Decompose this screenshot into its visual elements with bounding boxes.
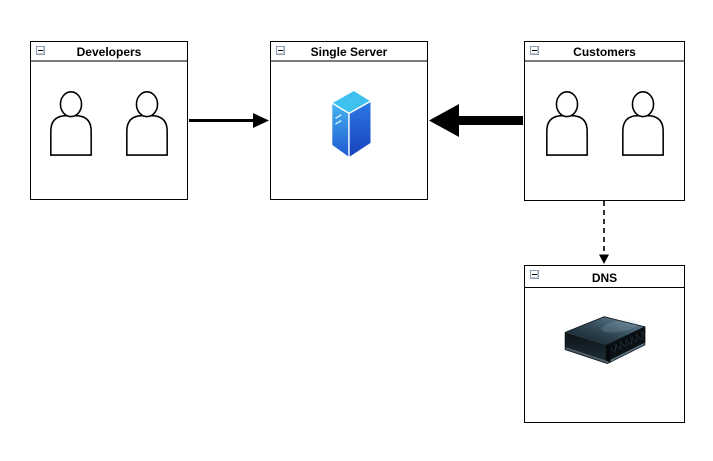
node-developers[interactable]: Developers [30,41,188,200]
node-title: Single Server [310,45,388,59]
person-icon[interactable] [544,90,590,156]
node-titlebar: Single Server [271,42,427,62]
collapse-icon[interactable] [276,46,285,55]
node-title: Developers [76,45,142,59]
person-icon[interactable] [620,90,666,156]
person-icon[interactable] [48,90,94,156]
edge-developers-to-single-server[interactable] [189,113,269,128]
node-body [525,288,684,422]
node-titlebar: DNS [525,266,684,288]
minus-icon [38,50,43,51]
collapse-icon[interactable] [530,270,539,279]
node-dns[interactable]: DNS [524,265,685,423]
node-title: DNS [591,270,618,285]
edge-customers-to-dns[interactable] [599,201,609,264]
minus-icon [532,274,537,275]
node-customers[interactable]: Customers [524,41,685,201]
node-titlebar: Developers [31,42,187,62]
collapse-icon[interactable] [36,46,45,55]
node-body [31,62,187,199]
edge-customers-to-single-server[interactable] [429,104,523,137]
collapse-icon[interactable] [530,46,539,55]
minus-icon [532,50,537,51]
node-single-server[interactable]: Single Server [270,41,428,200]
person-icon[interactable] [124,90,170,156]
node-body [525,62,684,200]
tower-server-icon[interactable] [322,83,376,167]
node-title: Customers [573,45,636,59]
node-body [271,62,427,199]
minus-icon [278,50,283,51]
rack-server-icon[interactable] [562,311,648,374]
node-titlebar: Customers [525,42,684,62]
